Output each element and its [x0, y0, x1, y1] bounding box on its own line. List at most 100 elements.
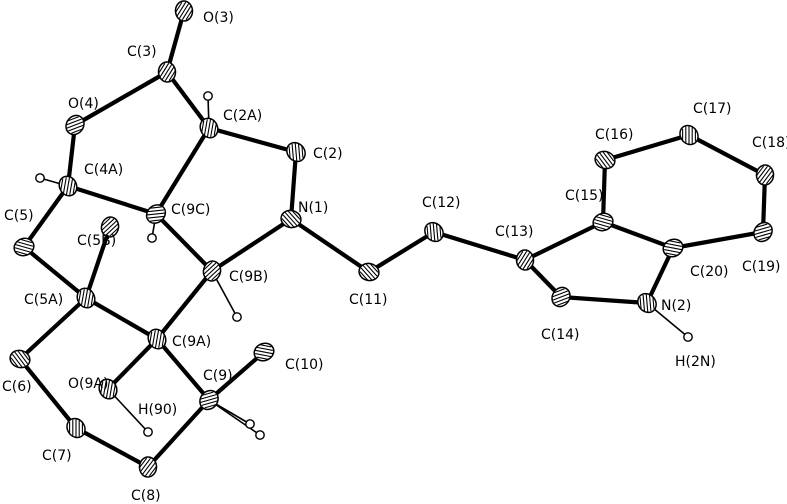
atom-c4a	[58, 175, 78, 197]
h-bond-c9-hc9b	[208, 399, 261, 436]
bond-c5-c5a	[21, 244, 89, 301]
bond-c15-c20	[600, 219, 676, 251]
atom-c19	[753, 221, 773, 243]
atom-label-n2: N(2)	[661, 298, 691, 314]
atom-label-c16: C(16)	[595, 127, 634, 143]
atom-label-c5a: C(5A)	[24, 292, 63, 308]
atom-c2a	[199, 117, 219, 139]
atom-label-c5b: C(5B)	[77, 233, 116, 249]
atom-c5a	[76, 287, 96, 309]
atom-label-c9: C(9)	[203, 368, 233, 384]
atom-c9	[199, 389, 219, 411]
atom-c18	[755, 164, 775, 186]
bond-c16-c17	[602, 132, 692, 163]
atom-c3	[157, 61, 177, 83]
atom-label-c12: C(12)	[422, 195, 461, 211]
atom-label-c14: C(14)	[541, 327, 580, 343]
atom-c16	[594, 150, 616, 170]
bond-c9-c8	[145, 397, 212, 470]
atom-o9a	[98, 378, 118, 400]
bond-c7-c8	[73, 425, 151, 470]
bond-c3-o4	[72, 69, 170, 128]
atom-label-c20: C(20)	[690, 264, 729, 280]
atom-label-c9b: C(9B)	[229, 269, 268, 285]
atom-c5	[13, 237, 35, 257]
bond-c17-c18	[686, 132, 768, 178]
hydrogen-hc2a	[203, 91, 213, 101]
hydrogen-hc9c	[147, 233, 157, 243]
atom-label-c6: C(6)	[2, 379, 32, 395]
bond-c2-n1	[288, 149, 299, 222]
hydrogen-hc9b	[232, 312, 242, 322]
bond-c15-c16	[600, 157, 608, 225]
atom-label-c17: C(17)	[693, 101, 732, 117]
hydrogen-h90	[143, 427, 153, 437]
bond-c12-c13	[431, 229, 528, 263]
atom-c9b	[202, 260, 222, 282]
atom-label-c11: C(11)	[349, 292, 388, 308]
atom-c2	[286, 141, 306, 163]
atom-label-c5: C(5)	[4, 208, 34, 224]
bond-c2a-c2	[206, 125, 299, 155]
atom-c17	[679, 124, 699, 146]
atom-label-c2a: C(2A)	[223, 108, 262, 124]
atom-label-c18: C(18)	[752, 135, 787, 151]
atom-label-c10: C(10)	[285, 357, 324, 373]
atom-label-o9a: O(9A)	[68, 376, 108, 392]
bond-c5a-c5b	[83, 224, 113, 301]
atom-label-c4a: C(4A)	[84, 162, 123, 178]
atom-n1	[280, 209, 302, 229]
atom-label-h2n: H(2N)	[675, 354, 716, 370]
atom-label-c3: C(3)	[127, 44, 157, 60]
bond-n1-c9b	[209, 216, 294, 274]
bond-c2a-c9c	[153, 125, 212, 217]
bond-c9b-c9a	[154, 268, 215, 342]
atom-o3	[174, 0, 194, 22]
bond-c9a-c9	[154, 336, 212, 403]
atom-c6	[9, 349, 31, 369]
atom-label-o3: O(3)	[203, 10, 234, 26]
atom-label-c15: C(15)	[565, 188, 604, 204]
bond-c9a-o9a	[105, 336, 160, 392]
bond-c9c-c9b	[153, 211, 215, 274]
bond-c4a-c9c	[65, 183, 159, 217]
bond-layer	[17, 8, 768, 470]
atom-label-c9a: C(9A)	[172, 334, 211, 350]
bond-c4a-c5	[21, 183, 71, 250]
bond-c19-c20	[670, 229, 766, 251]
atom-c9a	[147, 328, 167, 350]
atom-c7	[66, 417, 86, 439]
bond-c6-c7	[17, 356, 79, 431]
atom-label-c8: C(8)	[131, 488, 161, 504]
atom-label-c13: C(13)	[495, 224, 534, 240]
bond-c13-c15	[522, 219, 606, 263]
bond-c5a-c6	[17, 295, 89, 362]
atom-c8	[138, 456, 158, 478]
atom-label-c2: C(2)	[313, 146, 343, 162]
bond-c14-n2	[558, 294, 650, 306]
atom-c11	[358, 262, 380, 282]
label-layer: O(3) C(3) O(4) C(2A) C(2) C(4A) C(9C) N(1) C(12)…	[2, 10, 787, 504]
atom-label-c19: C(19)	[742, 259, 781, 275]
bond-c20-n2	[644, 245, 676, 306]
hydrogen-hc4a	[35, 173, 45, 183]
bond-c3-c2a	[164, 69, 212, 131]
atom-label-c9c: C(9C)	[171, 202, 210, 218]
atom-label-c7: C(7)	[42, 448, 72, 464]
atom-c14	[551, 286, 571, 308]
hydrogen-hc9a	[245, 419, 255, 429]
hydrogen-hc9b	[255, 430, 265, 440]
bond-c5a-c9a	[83, 295, 160, 342]
atom-c15	[592, 212, 614, 232]
atom-c13	[515, 249, 535, 271]
atom-o4	[65, 114, 85, 136]
atom-label-n1: N(1)	[298, 200, 328, 216]
atom-c10	[253, 342, 275, 362]
bond-n1-c11	[288, 216, 372, 275]
atom-label-o4: O(4)	[68, 96, 99, 112]
atom-c9c	[145, 204, 167, 224]
atom-n2	[637, 292, 657, 314]
atom-label-h90: H(90)	[138, 402, 177, 418]
atom-c5b	[100, 216, 120, 238]
